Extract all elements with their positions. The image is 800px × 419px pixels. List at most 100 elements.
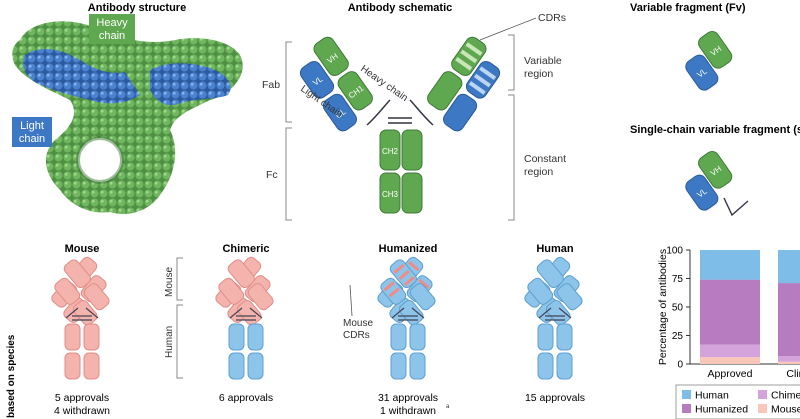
chimeric-mouse-label: Mouse [164, 267, 175, 297]
hinge [538, 307, 572, 319]
cdrs-pointer [479, 17, 537, 41]
constant-light [398, 299, 424, 326]
heavy-chain-label-box [89, 14, 135, 44]
scfv-linker [723, 197, 749, 217]
side-label: based on species [6, 334, 17, 418]
hinge [229, 307, 263, 319]
legend-label: Humanized [695, 404, 748, 416]
approvals-text: 6 approvals [219, 392, 273, 404]
right-arm [527, 259, 583, 326]
fc-region: CH2 CH3 [379, 129, 423, 214]
x-tick-label: Approved [708, 368, 753, 380]
approvals-text: 31 approvals [378, 392, 438, 404]
constant-light [236, 299, 262, 326]
heavy-chain-label-2: chain [99, 30, 125, 42]
fc-domain [83, 352, 100, 380]
hinge [366, 99, 434, 126]
right-arm [54, 259, 110, 326]
light-chain-label-1: Light [20, 120, 44, 132]
ch1-domain [337, 71, 373, 111]
vl-domain [299, 60, 335, 99]
mouse-cdr [418, 278, 430, 289]
y-tick-label: 100 [666, 246, 683, 257]
fc-domain [409, 352, 426, 380]
fv-panel: Variable fragment (Fv) VH VL Single-chai… [630, 2, 800, 217]
mouse-cdr [393, 263, 405, 274]
ch3-text: CH3 [382, 190, 399, 199]
legend-swatch [682, 390, 691, 399]
variable-label-2: region [524, 68, 553, 80]
bar-segment-mouse [700, 357, 760, 364]
constant-light [72, 299, 98, 326]
constant-label-1: Constant [524, 153, 566, 165]
fc-domain [556, 323, 573, 351]
withdrawn-text: 4 withdrawn [54, 405, 110, 417]
species-title: Mouse [65, 243, 100, 255]
constant-light [545, 299, 571, 326]
fc-domain [64, 323, 81, 351]
fc-domain [247, 352, 264, 380]
species-title: Human [536, 243, 574, 255]
mouse-cdr [388, 287, 400, 298]
species-title: Chimeric [222, 243, 269, 255]
constant-label-2: region [524, 166, 553, 178]
variable-light [218, 277, 245, 305]
humanized-footnote: a [446, 404, 450, 410]
constant-bracket [508, 94, 515, 221]
legend-box [675, 384, 800, 419]
left-fab-arm: VH CH1 VL CL [299, 36, 373, 132]
fc-bracket [285, 127, 292, 221]
constant-heavy [247, 283, 274, 311]
y-tick-label: 25 [672, 331, 684, 342]
fc-domain [64, 352, 81, 380]
right-arm [218, 259, 274, 326]
heavy-chain-label-1: Heavy [96, 17, 128, 29]
fc-label: Fc [266, 169, 278, 181]
mouse-cdrs-pointer [349, 284, 353, 317]
variable-heavy [227, 259, 255, 289]
fc-domain [409, 323, 426, 351]
mouse-cdr [408, 261, 420, 272]
hinge [65, 307, 99, 319]
approvals-text: 15 approvals [525, 392, 585, 404]
constant-heavy [83, 283, 110, 311]
bar-segment-chimer [700, 344, 760, 358]
fc-domain [247, 323, 264, 351]
light-chain-label-2: chain [19, 133, 45, 145]
mouse-cdrs-label-1: Mouse [343, 318, 373, 329]
x-tick-label: Clinical tr [786, 368, 800, 380]
legend-swatch [682, 404, 691, 413]
fc-domain [537, 323, 554, 351]
constant-heavy [556, 283, 583, 311]
fc-domain [556, 352, 573, 380]
mouse-cdr [398, 269, 410, 280]
bar-segment-humanized [778, 283, 800, 357]
cl-domain [322, 93, 358, 132]
withdrawn-text: 1 withdrawn [380, 405, 436, 417]
fc-domain [228, 352, 245, 380]
legend-label: Human [695, 390, 729, 402]
schematic-title: Antibody schematic [348, 2, 453, 14]
y-tick-label: 75 [672, 274, 684, 285]
mouse-cdr [383, 281, 395, 292]
variable-label-1: Variable [524, 55, 562, 67]
cdrs-label: CDRs [538, 12, 566, 24]
ch2-text: CH2 [382, 147, 399, 156]
mouse-cdr [403, 275, 415, 286]
legend-swatch [758, 390, 767, 399]
antibody-chimeric: Chimeric 6 approvals [215, 243, 274, 404]
fc-domain [390, 323, 407, 351]
constant-heavy [409, 283, 436, 311]
antibody-human: Human 15 approvals [524, 243, 585, 404]
human-bracket [176, 304, 183, 379]
y-axis-label: Percentage of antibodies [657, 249, 669, 365]
fc-domain [83, 323, 100, 351]
fv-title: Variable fragment (Fv) [630, 2, 746, 14]
variable-heavy [536, 259, 564, 289]
fab-label: Fab [262, 79, 280, 91]
fc-domain [537, 352, 554, 380]
mouse-cdrs-label-2: CDRs [343, 330, 370, 341]
